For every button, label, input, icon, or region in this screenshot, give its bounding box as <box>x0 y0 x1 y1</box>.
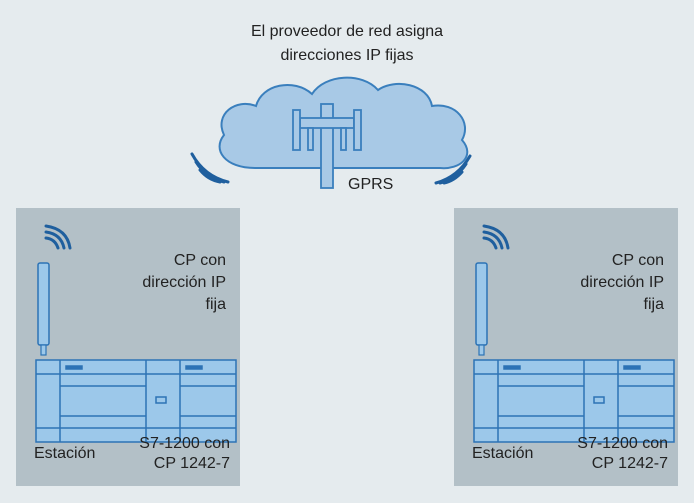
plc-module-icon <box>473 359 675 443</box>
cp-line: dirección IP <box>580 274 664 291</box>
station-device-graphic <box>35 224 237 443</box>
plc-line: CP 1242-7 <box>591 455 668 472</box>
antenna-icon <box>37 262 50 356</box>
header-text-line2: direcciones IP fijas <box>280 47 414 64</box>
cp-description: CP con dirección IP fija <box>580 250 664 316</box>
gprs-cloud-graphic <box>190 76 472 189</box>
station-label: Estación <box>472 445 534 462</box>
station-device-graphic <box>473 224 675 443</box>
plc-line: S7-1200 con <box>139 435 230 452</box>
station-label: Estación <box>34 445 96 462</box>
cp-line: CP con <box>611 252 664 269</box>
wireless-signal-icon <box>482 224 510 250</box>
station-panel-left: CP con dirección IP fija Estación S7-120… <box>16 208 240 486</box>
cp-line: fija <box>643 296 664 313</box>
antenna-icon <box>475 262 488 356</box>
cp-line: dirección IP <box>142 274 226 291</box>
plc-module-icon <box>35 359 237 443</box>
cp-line: fija <box>205 296 226 313</box>
signal-waves-left-icon <box>190 152 230 184</box>
plc-line: CP 1242-7 <box>153 455 230 472</box>
gprs-label: GPRS <box>348 176 394 193</box>
station-panel-right: CP con dirección IP fija Estación S7-120… <box>454 208 678 486</box>
plc-description: S7-1200 con CP 1242-7 <box>139 434 230 474</box>
plc-line: S7-1200 con <box>577 435 668 452</box>
antenna-tower-icon <box>292 103 362 189</box>
signal-waves-right-icon <box>434 154 472 185</box>
header-text-line1: El proveedor de red asigna <box>250 23 444 40</box>
plc-description: S7-1200 con CP 1242-7 <box>577 434 668 474</box>
cp-description: CP con dirección IP fija <box>142 250 226 316</box>
wireless-signal-icon <box>44 224 72 250</box>
cp-line: CP con <box>173 252 226 269</box>
